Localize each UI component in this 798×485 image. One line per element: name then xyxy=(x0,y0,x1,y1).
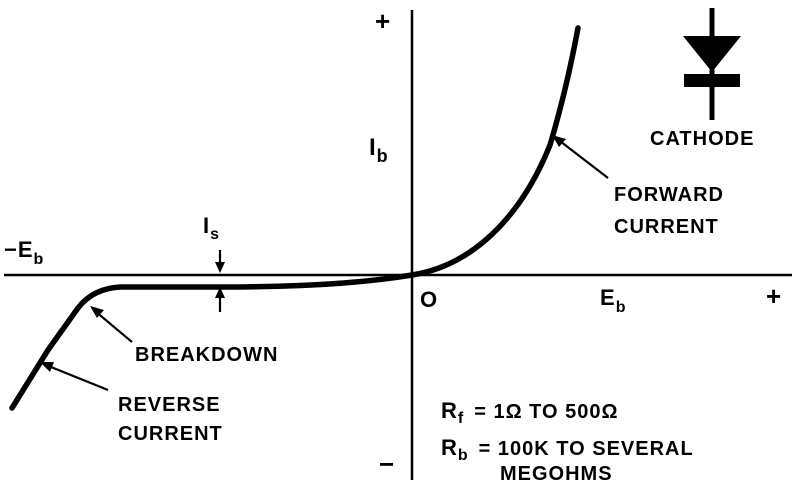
breakdown-label: BREAKDOWN xyxy=(135,344,278,366)
reverse-current-label-line1: REVERSE xyxy=(118,394,221,416)
breakdown-arrow xyxy=(90,306,133,343)
forward-current-arrow xyxy=(552,135,609,179)
cathode-label: CATHODE xyxy=(650,128,754,150)
forward-current-label-line1: FORWARD xyxy=(614,184,724,206)
diode-iv-curve xyxy=(9,25,581,411)
positive-eb-label: Eb xyxy=(600,285,626,316)
rf-formula: Rf= 1Ω TO 500Ω xyxy=(441,398,619,427)
diode-symbol-icon xyxy=(683,8,741,120)
x-axis-plus-sign: + xyxy=(766,281,782,311)
rb-formula-line2: MEGOHMS xyxy=(500,463,613,485)
is-label: Is xyxy=(203,213,220,243)
y-axis-minus-sign: − xyxy=(379,449,395,479)
saturation-current-marker xyxy=(215,250,225,312)
reverse-current-arrow xyxy=(40,362,109,392)
origin-label: O xyxy=(420,287,438,312)
reverse-current-label-line2: CURRENT xyxy=(118,423,223,445)
forward-current-label-line2: CURRENT xyxy=(614,216,719,238)
negative-eb-label: −Eb xyxy=(4,237,44,268)
ib-axis-label: Ib xyxy=(369,134,389,166)
y-axis-plus-sign: + xyxy=(375,6,391,36)
rb-formula: Rb= 100K TO SEVERAL xyxy=(441,435,694,464)
